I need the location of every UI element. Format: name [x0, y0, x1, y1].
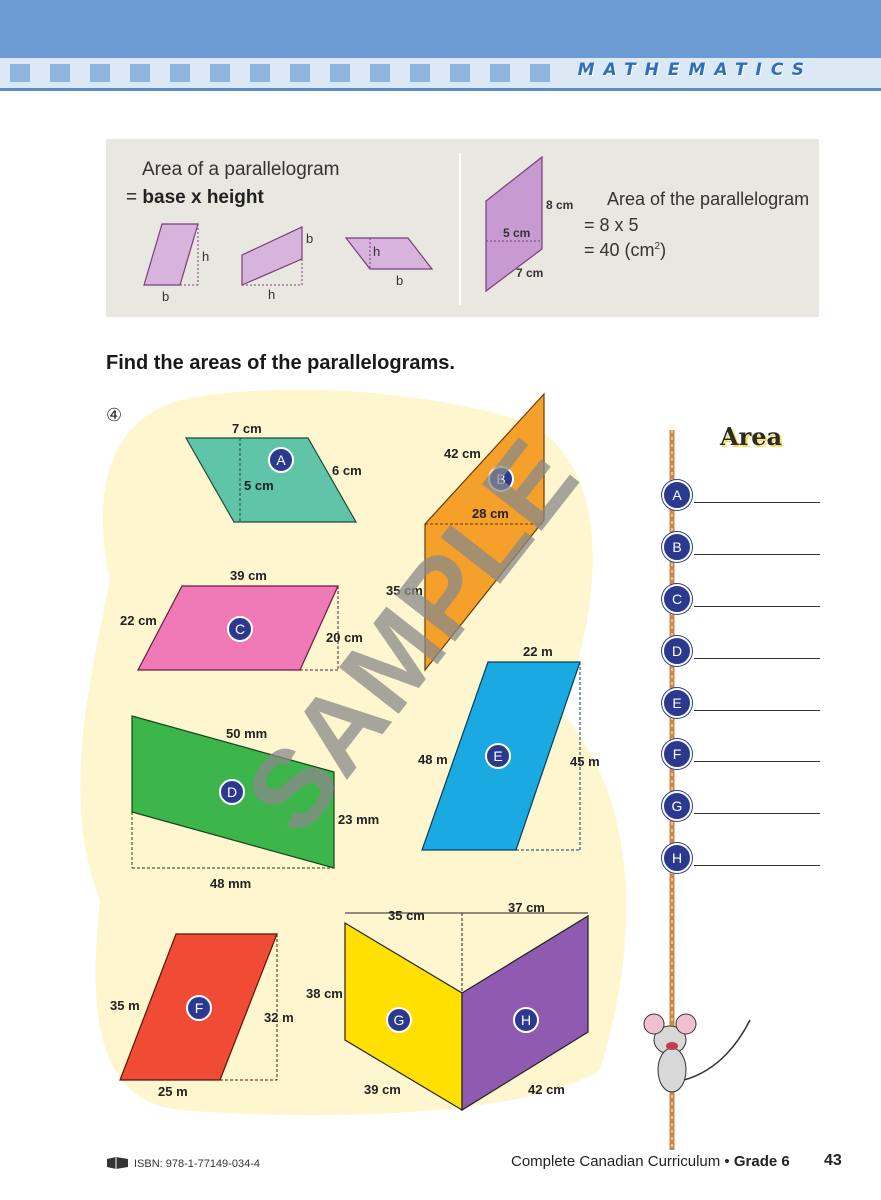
shape-A-top: 7 cm — [232, 421, 262, 436]
example-parallelogram-3 — [344, 237, 434, 270]
answer-blank-G[interactable] — [694, 813, 820, 814]
shape-H-bottom: 42 cm — [528, 1082, 565, 1097]
shape-E-right: 45 m — [570, 754, 600, 769]
shape-F-left: 35 m — [110, 998, 140, 1013]
answer-label: B — [662, 532, 692, 562]
label-B: B — [488, 466, 514, 492]
shape-B — [424, 392, 545, 672]
shape-E-left: 48 m — [418, 752, 448, 767]
shape-C-top: 39 cm — [230, 568, 267, 583]
page-number: 43 — [824, 1152, 842, 1169]
answer-row-C: C — [662, 584, 822, 614]
answer-row-G: G — [662, 791, 822, 821]
example-line-1: Area of the parallelogram — [607, 189, 810, 209]
example-base: 7 cm — [516, 266, 543, 280]
diagram2-b: b — [306, 231, 313, 246]
label-G: G — [386, 1007, 412, 1033]
example-parallelogram-2 — [241, 226, 303, 286]
shape-A — [184, 437, 358, 523]
diagram2-h: h — [268, 287, 275, 302]
diagram3-h: h — [373, 244, 380, 259]
header-band — [0, 0, 881, 58]
svg-text:G: G — [394, 1012, 405, 1028]
footer-isbn: ISBN: 978-1-77149-034-4 — [134, 1158, 260, 1170]
example-parallelogram-1 — [143, 223, 199, 286]
shape-B-height: 28 cm — [472, 506, 509, 521]
label-E: E — [485, 743, 511, 769]
answer-row-H: H — [662, 843, 822, 873]
answer-row-A: A — [662, 480, 822, 510]
instruction-heading: Find the areas of the parallelograms. — [106, 352, 455, 374]
answer-label: C — [662, 584, 692, 614]
shape-A-side: 6 cm — [332, 463, 362, 478]
label-D: D — [219, 779, 245, 805]
svg-text:D: D — [227, 784, 237, 800]
label-F: F — [186, 995, 212, 1021]
svg-text:E: E — [493, 748, 502, 764]
shape-F-right: 32 m — [264, 1010, 294, 1025]
label-H: H — [513, 1007, 539, 1033]
answer-blank-C[interactable] — [694, 606, 820, 607]
header-rule — [0, 88, 881, 91]
svg-text:A: A — [276, 452, 286, 468]
shape-D-right: 23 mm — [338, 812, 379, 827]
answer-blank-F[interactable] — [694, 761, 820, 762]
parallelograms-figure: 7 cm 6 cm 5 cm 42 cm 28 cm 35 cm 39 cm 2… — [80, 389, 627, 1116]
shape-G-bottom: 39 cm — [364, 1082, 401, 1097]
shape-A-height: 5 cm — [244, 478, 274, 493]
svg-text:C: C — [235, 621, 245, 637]
formula-diagrams: h b b h h b 8 cm 5 cm 7 cm — [143, 155, 573, 304]
shape-B-side1: 42 cm — [444, 446, 481, 461]
example-height: 5 cm — [503, 226, 530, 240]
answer-row-F: F — [662, 739, 822, 769]
svg-text:B: B — [496, 471, 505, 487]
answer-label: F — [662, 739, 692, 769]
question-number: ④ — [106, 405, 123, 425]
label-C: C — [227, 616, 253, 642]
answer-row-E: E — [662, 688, 822, 718]
answer-label: E — [662, 688, 692, 718]
example-line-3: = 40 (cm2) — [584, 240, 667, 260]
subject-title: MATHEMATICS — [577, 60, 813, 80]
answer-row-D: D — [662, 636, 822, 666]
formula-line-1: Area of a parallelogram — [142, 159, 340, 180]
shape-B-side2: 35 cm — [386, 583, 423, 598]
svg-text:F: F — [195, 1000, 204, 1016]
answer-blank-B[interactable] — [694, 554, 820, 555]
footer-book-title: Complete Canadian Curriculum • Grade 6 — [511, 1153, 790, 1170]
answer-label: D — [662, 636, 692, 666]
answer-label: A — [662, 480, 692, 510]
shape-G-top: 35 cm — [388, 908, 425, 923]
book-icon — [107, 1157, 128, 1169]
header-stripe — [0, 58, 881, 88]
label-A: A — [268, 447, 294, 473]
answer-blank-A[interactable] — [694, 502, 820, 503]
answer-label: G — [662, 791, 692, 821]
shape-E-top: 22 m — [523, 644, 553, 659]
formula-box-divider — [459, 153, 461, 305]
diagram3-b: b — [396, 273, 403, 288]
answer-blank-E[interactable] — [694, 710, 820, 711]
shape-C-height: 20 cm — [326, 630, 363, 645]
example-line-2: = 8 x 5 — [584, 215, 639, 235]
diagram1-h: h — [202, 249, 209, 264]
diagram1-b: b — [162, 289, 169, 304]
shape-C-side: 22 cm — [120, 613, 157, 628]
shape-F-bottom: 25 m — [158, 1084, 188, 1099]
answer-blank-H[interactable] — [694, 865, 820, 866]
svg-text:H: H — [521, 1012, 531, 1028]
mouse-illustration — [643, 1013, 751, 1093]
formula-box: Area of a parallelogram = base x height … — [106, 139, 819, 317]
answer-row-B: B — [662, 532, 822, 562]
shape-D-bottom: 48 mm — [210, 876, 251, 891]
answer-blank-D[interactable] — [694, 658, 820, 659]
shape-H-top: 37 cm — [508, 900, 545, 915]
worked-example-parallelogram — [485, 155, 543, 293]
example-side: 8 cm — [546, 198, 573, 212]
shape-D-side: 50 mm — [226, 726, 267, 741]
answer-label: H — [662, 843, 692, 873]
formula-line-2: = base x height — [126, 187, 264, 208]
shape-G-left: 38 cm — [306, 986, 343, 1001]
answers-title: Area — [720, 422, 783, 451]
